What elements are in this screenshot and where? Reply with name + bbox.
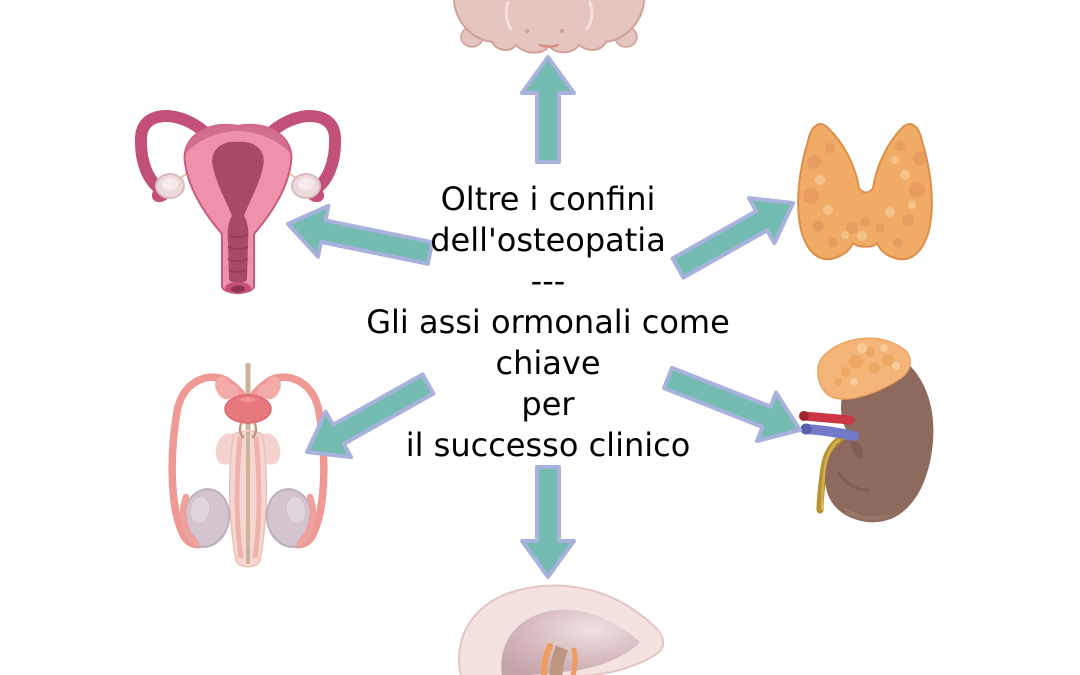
- title-line-5: per: [521, 385, 575, 423]
- arrow-to-brain: [520, 55, 576, 164]
- uterus-ovaries-icon: [134, 110, 342, 294]
- title-line-6: il successo clinico: [405, 426, 691, 464]
- arrow-to-kidney: [662, 365, 802, 443]
- pituitary-hypothalamus-icon: [458, 584, 665, 675]
- arrow-to-male-reproductive: [305, 372, 436, 460]
- arrow-to-thyroid: [670, 196, 795, 280]
- brain-icon: [452, 0, 646, 54]
- kidney-adrenal-icon: [799, 337, 934, 523]
- arrow-to-pituitary: [520, 465, 576, 579]
- title-line-2: dell'osteopatia: [430, 221, 666, 259]
- title-line-1: Oltre i confini: [440, 180, 656, 218]
- arrow-to-uterus: [286, 203, 435, 266]
- male-reproductive-system-icon: [168, 363, 328, 568]
- title-line-3: Gli assi ormonali come: [366, 303, 730, 341]
- central-title: Oltre i confini dell'osteopatia --- Gli …: [248, 179, 848, 466]
- title-divider: ---: [530, 262, 566, 300]
- thyroid-icon: [797, 123, 933, 261]
- title-line-4: chiave: [495, 344, 601, 382]
